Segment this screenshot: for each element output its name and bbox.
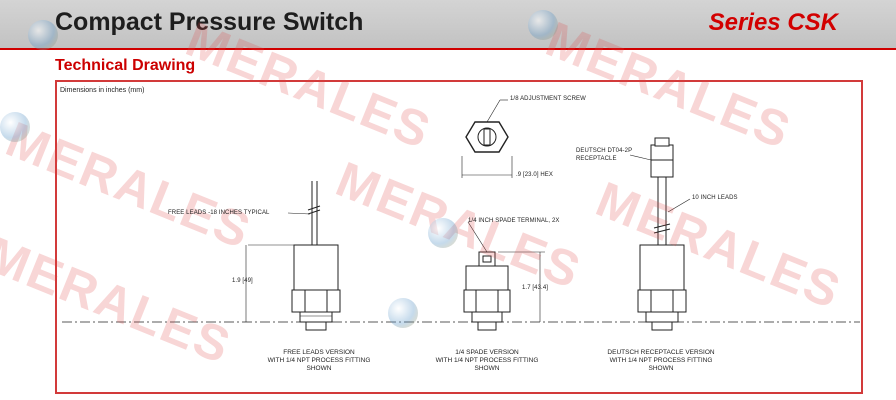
label-ten-inch-leads: 10 INCH LEADS [692,195,738,201]
caption-line: WITH 1/4 NPT PROCESS FITTING [435,357,539,364]
caption-line: SHOWN [306,365,332,372]
caption-line: FREE LEADS VERSION [283,349,355,356]
label-height-free: 1.9 [49] [232,278,253,284]
label-hex: .9 [23.0] HEX [516,172,553,178]
caption-line: WITH 1/4 NPT PROCESS FITTING [609,357,713,364]
caption-free-leads: FREE LEADS VERSION WITH 1/4 NPT PROCESS … [244,349,394,373]
dimensions-note: Dimensions in inches (mm) [60,87,145,94]
label-spade-terminal: 1/4 INCH SPADE TERMINAL, 2X [468,218,560,224]
free-leads-switch [245,181,341,331]
label-deutsch-receptacle-2: RECEPTACLE [576,156,617,162]
spade-switch [463,221,545,331]
caption-line: SHOWN [474,365,500,372]
label-deutsch-receptacle-1: DEUTSCH DT04-2P [576,148,633,154]
series-label: Series CSK [708,9,838,36]
drawing-frame [55,80,863,394]
label-height-spade: 1.7 [43.4] [522,285,549,291]
section-title: Technical Drawing [55,57,196,74]
caption-line: 1/4 SPADE VERSION [455,349,519,356]
caption-spade: 1/4 SPADE VERSION WITH 1/4 NPT PROCESS F… [412,349,562,373]
page-title: Compact Pressure Switch [55,8,364,36]
deutsch-switch [629,137,691,331]
hex-top-view [461,99,513,178]
page-header: Compact Pressure Switch Series CSK [0,0,896,50]
caption-line: WITH 1/4 NPT PROCESS FITTING [267,357,371,364]
label-adjustment-screw: 1/8 ADJUSTMENT SCREW [510,96,586,102]
caption-deutsch: DEUTSCH RECEPTACLE VERSION WITH 1/4 NPT … [586,349,736,373]
label-free-leads: FREE LEADS -18 INCHES TYPICAL [168,210,270,216]
caption-line: SHOWN [648,365,674,372]
caption-line: DEUTSCH RECEPTACLE VERSION [607,349,715,356]
